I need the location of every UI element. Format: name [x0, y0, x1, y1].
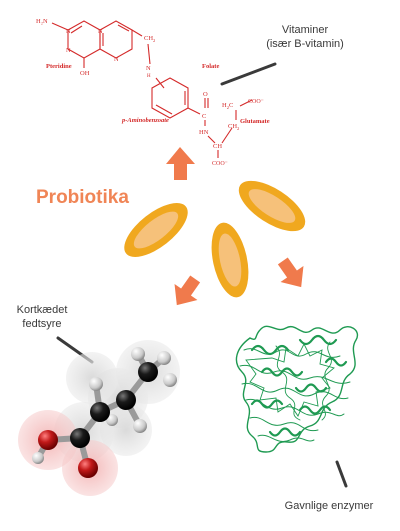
folate-labels: H₂N N N N N OH CH2 N H C O HN CH COO⁻ H2…: [36, 18, 270, 167]
label-vitamins-line2: (især B-vitamin): [266, 38, 344, 50]
pteridine-ring-right: [99, 20, 133, 59]
hydrogen-atom: [106, 414, 118, 426]
atom-n-mid-top: N: [98, 28, 103, 35]
atom-n-left: N: [66, 47, 71, 54]
label-enzymes: Gavnlige enzymer: [285, 500, 374, 512]
atom-ch-alpha: CH: [213, 143, 222, 150]
hydrogen-atom: [32, 452, 44, 464]
label-fatty-acid-line2: fedtsyre: [22, 318, 61, 330]
arrow-up-icon: [166, 147, 195, 180]
hydrogen-atom: [131, 347, 145, 361]
bacterium-3: [211, 222, 249, 298]
atom-o-carbonyl: O: [203, 91, 208, 98]
oxygen-atom: [38, 430, 58, 450]
enzyme-structure: [235, 325, 359, 453]
label-probiotics: Probiotika: [36, 187, 129, 208]
pteridine-ring-left: [67, 20, 101, 59]
hydrogen-atom: [133, 419, 147, 433]
label-glutamate: Glutamate: [240, 118, 270, 125]
carbon-atom: [90, 402, 110, 422]
atom-n-mid-bot: N: [114, 56, 119, 63]
folate-molecule: [51, 20, 253, 158]
carbon-atom: [70, 428, 90, 448]
atom-h2c: H2C: [222, 102, 233, 110]
carbon-atom: [138, 362, 158, 382]
atom-nh-top: N: [146, 65, 151, 72]
label-fatty-acid-line1: Kortkædet: [17, 304, 68, 316]
atom-n-top: N: [66, 28, 71, 35]
hydrogen-atom: [157, 351, 171, 365]
atom-ch2-mid: CH2: [228, 123, 239, 131]
bacterium-2: [238, 180, 306, 232]
vitamins-pointer-line: [220, 62, 277, 86]
atom-h-top: H: [147, 74, 151, 79]
fatty-acid-molecule: [18, 340, 180, 496]
arrow-down-right-icon: [277, 257, 304, 288]
benzene-ring: [151, 77, 189, 119]
atom-coo-right: COO⁻: [248, 99, 264, 105]
label-folate: Folate: [202, 63, 219, 70]
arrow-down-left-icon: [174, 275, 201, 306]
label-vitamins-line1: Vitaminer: [282, 24, 329, 36]
hydrogen-atom: [89, 377, 103, 391]
oxygen-atom: [78, 458, 98, 478]
label-pteridine: Pteridine: [46, 63, 72, 70]
atom-nh-bottom: HN: [199, 129, 209, 136]
enzymes-pointer-line: [335, 460, 348, 488]
atom-ch2-top: CH2: [144, 35, 155, 43]
atom-h2n: H₂N: [36, 18, 48, 25]
bacterium-1: [124, 203, 188, 257]
atom-c-carbonyl: C: [202, 113, 206, 120]
label-aminobenzoate: p-Aminobenzoate: [121, 117, 169, 124]
carbon-atom: [116, 390, 136, 410]
atom-coo-bottom: COO⁻: [212, 161, 228, 167]
atom-oh: OH: [80, 70, 90, 77]
hydrogen-atom: [163, 373, 177, 387]
